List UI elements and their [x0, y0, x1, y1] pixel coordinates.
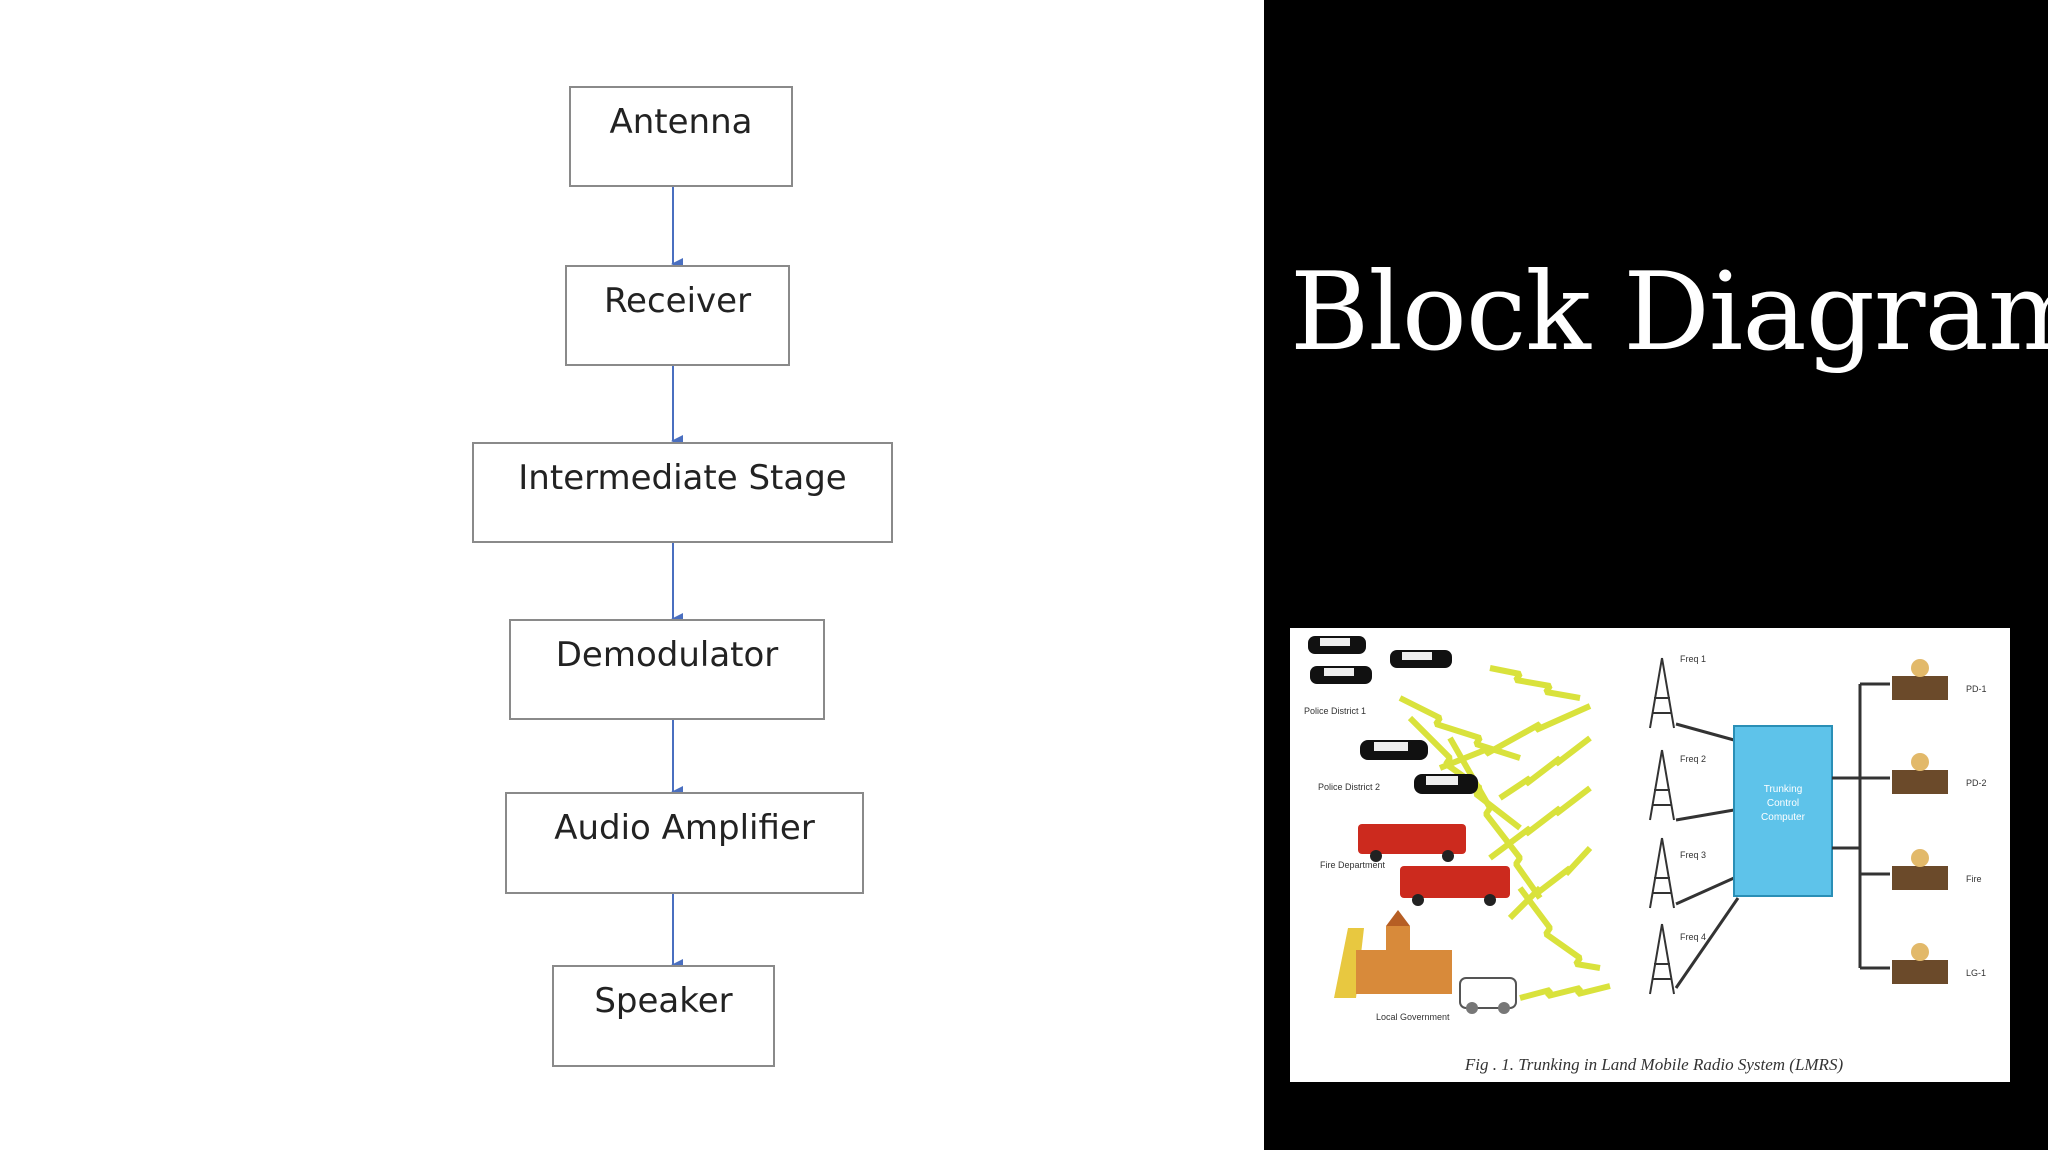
- block-intermediate-stage-label: Intermediate Stage: [518, 458, 847, 498]
- block-receiver: Receiver: [565, 265, 790, 366]
- block-speaker: Speaker: [552, 965, 775, 1067]
- console-lg1-label: LG-1: [1966, 968, 1986, 978]
- tower-freq-4-label: Freq 4: [1680, 932, 1706, 942]
- group-local-gov-label: Local Government: [1376, 1012, 1450, 1022]
- group-police-1-label: Police District 1: [1304, 706, 1366, 716]
- block-intermediate-stage: Intermediate Stage: [472, 442, 893, 543]
- towers-icon: [1649, 657, 1675, 995]
- dispatch-bus: [1832, 682, 1890, 970]
- block-audio-amplifier: Audio Amplifier: [505, 792, 864, 894]
- figure-caption: Fig . 1. Trunking in Land Mobile Radio S…: [1464, 1055, 1844, 1074]
- console-pd1-label: PD-1: [1966, 684, 1987, 694]
- fire-trucks-icon: [1358, 824, 1510, 906]
- block-audio-amplifier-label: Audio Amplifier: [554, 808, 815, 848]
- dispatcher-consoles-icon: [1892, 659, 1948, 984]
- police-cars-icon: [1308, 636, 1478, 794]
- government-building-icon: [1334, 910, 1452, 998]
- block-antenna-label: Antenna: [609, 102, 753, 142]
- slide-title: Block Diagram: [1290, 250, 2048, 375]
- block-demodulator-label: Demodulator: [555, 635, 779, 675]
- block-receiver-label: Receiver: [603, 281, 752, 321]
- tower-freq-1-label: Freq 1: [1680, 654, 1706, 664]
- controller-line-1: Trunking: [1764, 784, 1803, 795]
- controller-line-3: Computer: [1761, 812, 1806, 823]
- trunking-controller: [1733, 725, 1833, 897]
- controller-links: [1674, 722, 1740, 989]
- console-fire-label: Fire: [1966, 874, 1982, 884]
- tower-freq-3-label: Freq 3: [1680, 850, 1706, 860]
- console-pd2-label: PD-2: [1966, 778, 1987, 788]
- block-antenna: Antenna: [569, 86, 793, 187]
- group-fire-label: Fire Department: [1320, 860, 1386, 870]
- flow-arrows: [671, 187, 683, 971]
- tower-freq-2-label: Freq 2: [1680, 754, 1706, 764]
- flowchart-panel: Antenna Receiver Intermediate Stage Demo…: [472, 86, 893, 1067]
- jeep-icon: [1459, 977, 1517, 1014]
- controller-line-2: Control: [1767, 798, 1799, 809]
- block-speaker-label: Speaker: [594, 981, 733, 1021]
- block-demodulator: Demodulator: [509, 619, 825, 720]
- group-police-2-label: Police District 2: [1318, 782, 1380, 792]
- signal-bolts: [1398, 665, 1611, 1001]
- lmrs-figure: Police District 1 Police District 2 Fire…: [1290, 628, 2010, 1082]
